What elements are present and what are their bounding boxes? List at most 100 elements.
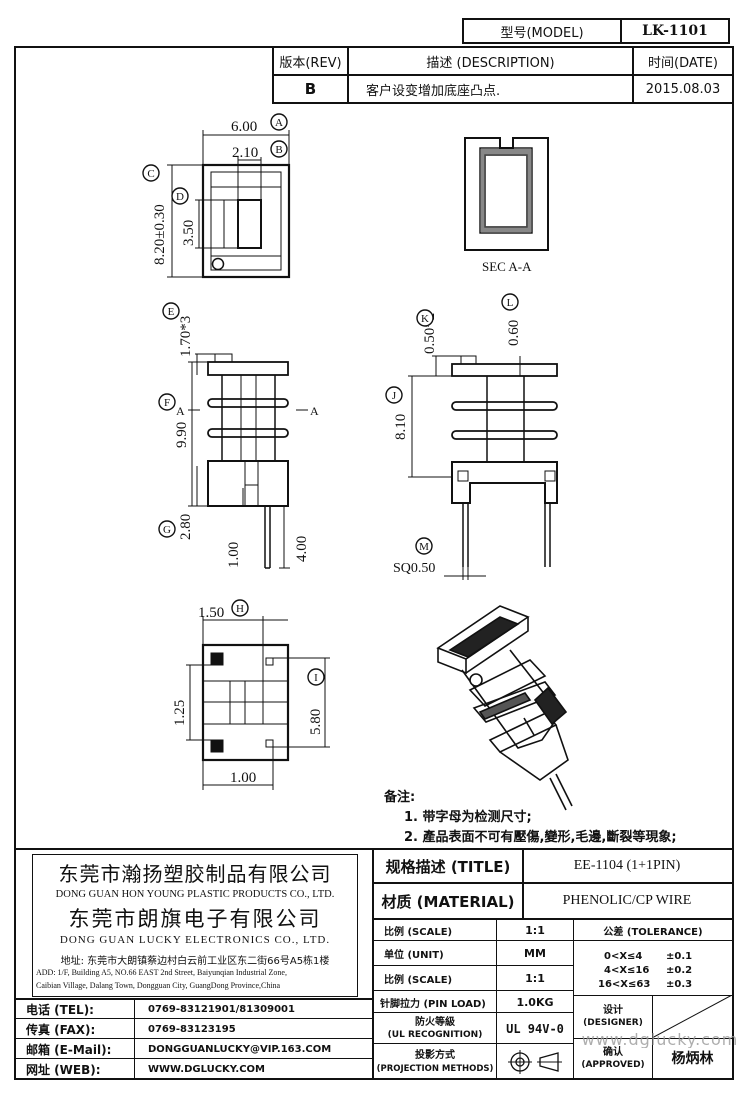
notes-title: 备注: — [384, 789, 416, 805]
note-item: 2. 產品表面不可有壓傷,變形,毛邊,斷裂等現象; — [404, 829, 677, 845]
ul-label-2: (UL RECOGNITION) — [387, 1029, 483, 1040]
dim-m: SQ0.50 — [393, 561, 435, 576]
company-name-2-en: DONG GUAN LUCKY ELECTRONICS CO., LTD. — [59, 934, 331, 946]
company-address-cn: 地址: 东莞市大朗镇蔡边村白云前工业区东二街66号A5栋1楼 — [60, 955, 330, 967]
rev-value: B — [304, 80, 317, 98]
dim-g2: 1.00 — [226, 542, 242, 568]
marker-f: F — [164, 397, 170, 409]
projection-label-1: 投影方式 — [415, 1049, 455, 1061]
company-address-en-1: ADD: 1/F, Building A5, NO.66 EAST 2nd St… — [36, 968, 287, 977]
divider — [620, 18, 622, 44]
company-box — [32, 854, 358, 997]
dim-d: 3.50 — [181, 220, 197, 246]
rev-date: 2015.08.03 — [645, 81, 721, 97]
marker-h: H — [236, 603, 244, 615]
marker-e: E — [168, 306, 175, 318]
front-view — [188, 353, 308, 569]
tolerance-label: 公差 (TOLERANCE) — [603, 926, 703, 938]
model-label: 型号(MODEL) — [500, 25, 584, 41]
pin-load-label: 针脚拉力 (PIN LOAD) — [380, 998, 486, 1010]
rev-col-line — [632, 46, 634, 104]
contact-col-line — [134, 998, 135, 1078]
section-mark-right: A — [310, 404, 319, 418]
company-name-1-cn: 东莞市瀚扬塑胶制品有限公司 — [58, 861, 332, 886]
dim-g3: 4.00 — [294, 536, 310, 562]
isometric-view — [436, 605, 573, 811]
dim-c: 8.20±0.30 — [152, 204, 168, 265]
dim-h2: 1.25 — [172, 700, 188, 726]
designer-label-2: (DESIGNER) — [583, 1018, 643, 1028]
watermark: www.dglucky.com — [581, 1030, 739, 1048]
contact-value: 0769-83123195 — [148, 1023, 236, 1035]
title-block — [16, 848, 732, 1078]
title-label: 规格描述 (TITLE) — [385, 857, 511, 876]
contact-line — [16, 998, 373, 1000]
projection-symbol-icon — [508, 1050, 562, 1074]
spec-col — [496, 918, 497, 1078]
tolerance-range: 4<X≤16 — [604, 965, 650, 976]
spec-col — [573, 918, 574, 1078]
marker-i: I — [314, 672, 318, 684]
dim-j: 8.10 — [393, 414, 409, 440]
dim-b: 2.10 — [232, 145, 258, 161]
section-hatch — [481, 149, 531, 232]
marker-g: G — [163, 524, 171, 536]
title-value: EE-1104 (1+1PIN) — [573, 858, 681, 873]
contact-label: 电话 (TEL): — [26, 1002, 94, 1017]
material-label: 材质 (MATERIAL) — [381, 892, 515, 911]
dim-l: 0.60 — [506, 320, 522, 346]
side-view — [408, 355, 558, 580]
scale-label: 比例 (SCALE) — [384, 926, 453, 938]
marker-k: K — [421, 313, 429, 325]
contact-line — [16, 1038, 373, 1039]
contact-label: 网址 (WEB): — [26, 1062, 101, 1077]
designer-diagonal — [652, 995, 732, 1038]
spec-col — [652, 995, 653, 1078]
desc-header: 描述 (DESCRIPTION) — [426, 55, 555, 71]
marker-a: A — [275, 117, 283, 129]
dimension-markers — [142, 113, 519, 686]
top-view — [167, 130, 291, 279]
rev-col-line — [347, 46, 349, 104]
spec-line — [373, 940, 732, 941]
contact-value: WWW.DGLUCKY.COM — [148, 1063, 265, 1075]
model-box — [462, 18, 730, 44]
company-name-2-cn: 东莞市朗旗电子有限公司 — [68, 907, 322, 931]
spec-col — [522, 848, 524, 918]
marker-c: C — [147, 168, 154, 180]
company-name-1-en: DONG GUAN HON YOUNG PLASTIC PRODUCTS CO.… — [55, 888, 335, 900]
tolerance-range: 16<X≤63 — [598, 979, 651, 990]
dim-h: 1.50 — [198, 605, 224, 621]
date-header: 时间(DATE) — [648, 55, 718, 71]
unit-label: 单位 (UNIT) — [384, 950, 444, 961]
tolerance-value: ±0.3 — [666, 979, 693, 990]
scale-value: 1:1 — [525, 923, 545, 937]
dim-i: 5.80 — [308, 709, 324, 735]
ul-label-1: 防火等級 — [415, 1017, 455, 1028]
note-item: 1. 带字母为检测尺寸; — [404, 809, 532, 825]
drawing-frame — [14, 46, 734, 1080]
dim-f: 9.90 — [174, 422, 190, 448]
dim-g: 2.80 — [178, 514, 194, 540]
contact-label: 传真 (FAX): — [26, 1022, 96, 1037]
scale2-label: 比例 (SCALE) — [384, 975, 453, 986]
marker-m: M — [419, 541, 429, 553]
model-value: LK-1101 — [642, 23, 708, 39]
dim-e: 1.70*3 — [178, 316, 194, 357]
spec-line — [373, 965, 574, 966]
tolerance-range: 0<X≤4 — [604, 951, 643, 962]
pin-load-value: 1.0KG — [516, 995, 554, 1009]
tolerance-value: ±0.1 — [666, 951, 693, 962]
contact-line — [16, 1058, 373, 1059]
material-value: PHENOLIC/CP WIRE — [562, 893, 692, 908]
spec-line — [373, 990, 574, 991]
section-mark-left: A — [176, 404, 185, 418]
contact-line — [16, 1018, 373, 1019]
approved-label-1: 确认 — [603, 1046, 623, 1058]
section-label: SEC A-A — [482, 259, 532, 274]
dim-a: 6.00 — [231, 119, 257, 135]
dim-h3: 1.00 — [230, 770, 256, 786]
approved-value: 杨炳林 — [671, 1051, 714, 1067]
marker-d: D — [176, 191, 184, 203]
